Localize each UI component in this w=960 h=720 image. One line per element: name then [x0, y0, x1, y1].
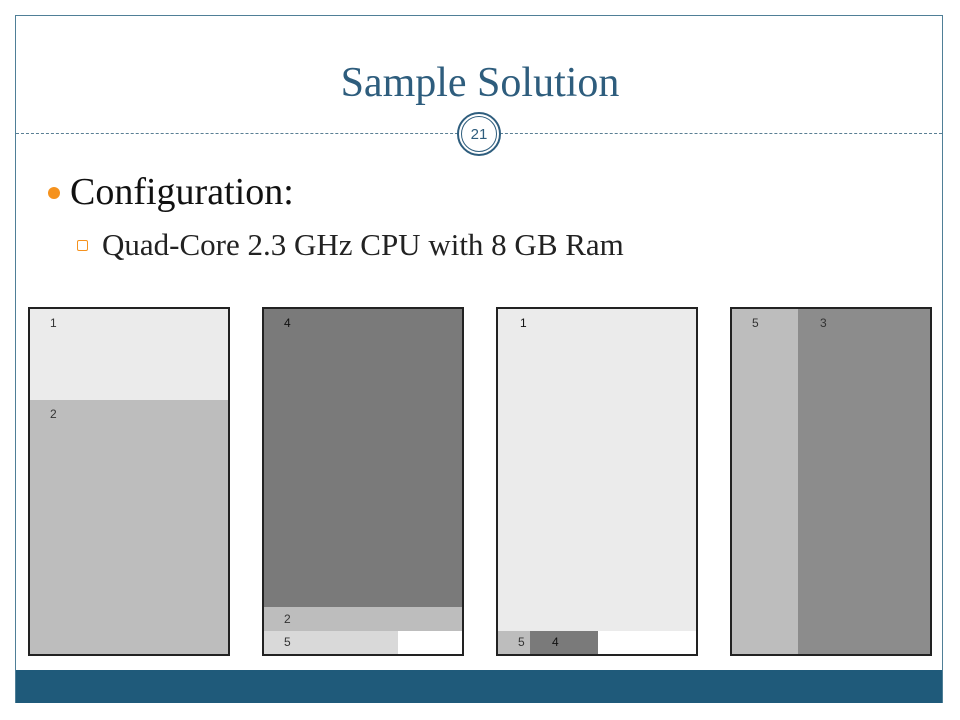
bullet-configuration-text: Configuration:: [70, 171, 294, 213]
slide-title: Sample Solution: [340, 60, 620, 106]
task-label: 1: [520, 316, 527, 330]
task-block-5: 5: [732, 309, 798, 654]
task-label: 5: [284, 635, 291, 649]
task-label: 5: [518, 635, 525, 649]
task-block-1: 1: [498, 309, 696, 631]
machine-3: 1 5 4: [496, 307, 698, 656]
machine-4: 5 3: [730, 307, 932, 656]
bullet-cpu-ram-text: Quad-Core 2.3 GHz CPU with 8 GB Ram: [102, 227, 624, 262]
task-label: 4: [284, 316, 291, 330]
task-block-3: 3: [798, 309, 930, 654]
footer-bar: [16, 670, 942, 703]
task-label: 4: [552, 635, 559, 649]
bullet-square-icon: [77, 239, 88, 251]
task-block-2: 2: [264, 607, 462, 631]
task-block-5: 5: [498, 631, 530, 654]
task-block-5: 5: [264, 631, 398, 654]
page-number: 21: [461, 116, 497, 152]
task-label: 2: [50, 407, 57, 421]
task-label: 3: [820, 316, 827, 330]
task-label: 2: [284, 612, 291, 626]
task-label: 1: [50, 316, 57, 330]
task-block-2: 2: [30, 400, 228, 654]
task-label: 5: [752, 316, 759, 330]
task-block-4: 4: [530, 631, 598, 654]
machine-1: 1 2: [28, 307, 230, 656]
page-number-badge: 21: [457, 112, 501, 156]
bullet-dot-icon: [48, 186, 60, 199]
task-block-1: 1: [30, 309, 228, 400]
bullet-configuration: Configuration:: [48, 171, 294, 214]
machine-2: 4 2 5: [262, 307, 464, 656]
task-block-4: 4: [264, 309, 462, 607]
bullet-cpu-ram: Quad-Core 2.3 GHz CPU with 8 GB Ram: [77, 227, 624, 262]
